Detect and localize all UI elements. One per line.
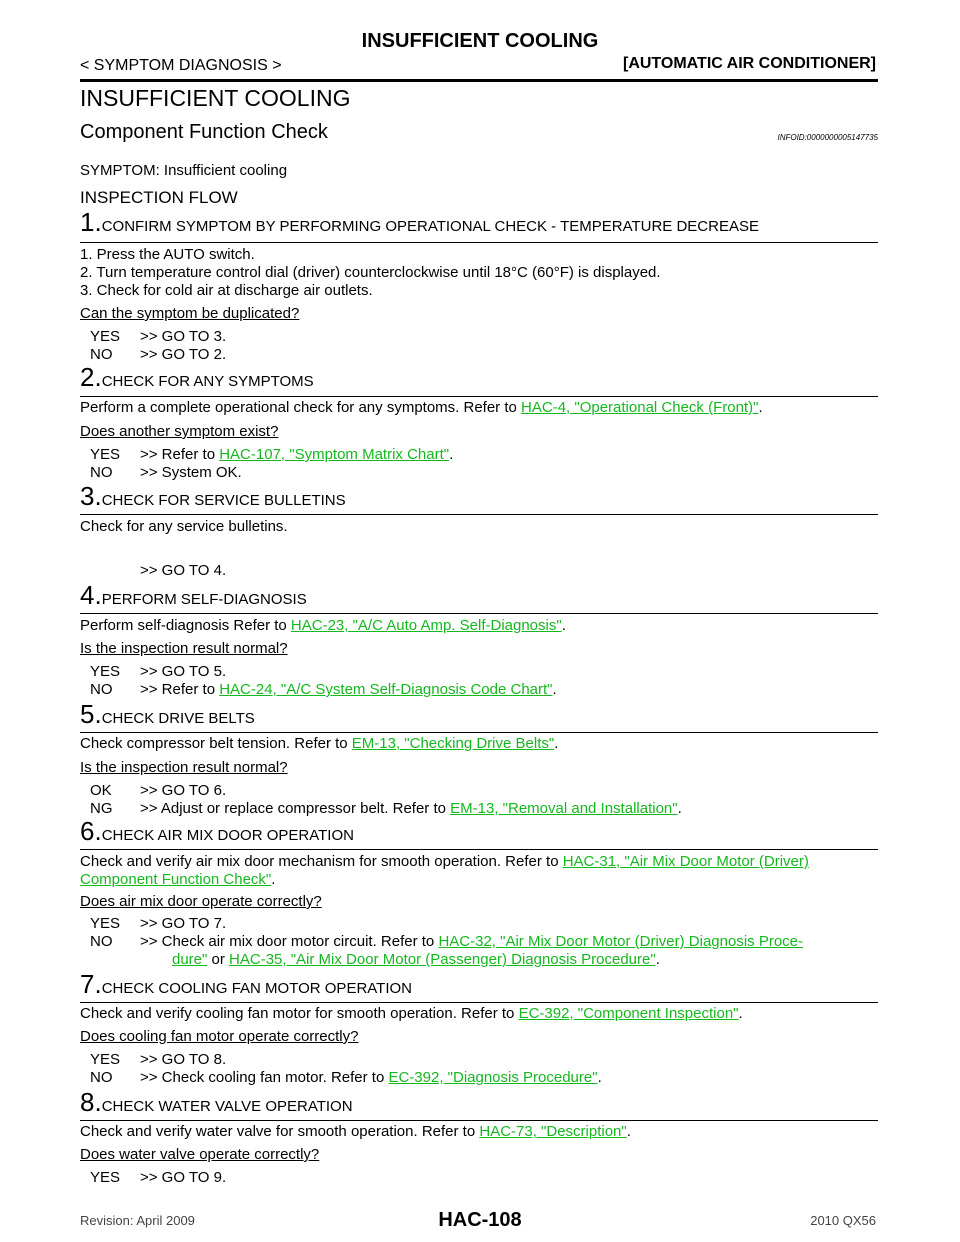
ref-link-hac-32[interactable]: HAC-32, "Air Mix Door Motor (Driver) Dia… xyxy=(438,933,804,950)
step-4-question: Is the inspection result normal? xyxy=(80,640,288,657)
step-6-answer-no: NO>> Check air mix door motor circuit. R… xyxy=(90,933,804,950)
step-rule xyxy=(80,732,878,733)
footer-model: 2010 QX56 xyxy=(810,1213,876,1228)
step-rule xyxy=(80,242,878,243)
step-number: 6. xyxy=(80,816,102,846)
ref-link-ec-392-diagnosis[interactable]: EC-392, "Diagnosis Procedure" xyxy=(388,1069,598,1086)
step-label: CONFIRM SYMPTOM BY PERFORMING OPERATIONA… xyxy=(101,218,759,235)
step-5-question: Is the inspection result normal? xyxy=(80,759,288,776)
step-1-answer-no: NO>> GO TO 2. xyxy=(90,346,227,363)
step-6-heading: 6.CHECK AIR MIX DOOR OPERATION xyxy=(80,816,354,847)
step-number: 7. xyxy=(80,969,102,999)
step-6-text-cont: Component Function Check". xyxy=(80,871,276,888)
step-3-text: Check for any service bulletins. xyxy=(80,518,288,535)
step-4-text: Perform self-diagnosis Refer to HAC-23, … xyxy=(80,617,566,634)
step-6-question: Does air mix door operate correctly? xyxy=(80,893,322,910)
header-rule xyxy=(80,79,878,82)
step-1-item-3: 3. Check for cold air at discharge air o… xyxy=(80,282,373,299)
step-label: PERFORM SELF-DIAGNOSIS xyxy=(101,591,307,608)
ref-link-hac-107[interactable]: HAC-107, "Symptom Matrix Chart" xyxy=(219,446,450,463)
step-8-question: Does water valve operate correctly? xyxy=(80,1146,320,1163)
step-label: CHECK AIR MIX DOOR OPERATION xyxy=(101,827,354,844)
step-7-text: Check and verify cooling fan motor for s… xyxy=(80,1005,743,1022)
step-2-heading: 2.CHECK FOR ANY SYMPTOMS xyxy=(80,362,314,393)
step-2-answer-no: NO>> System OK. xyxy=(90,464,242,481)
info-id: INFOID:0000000005147735 xyxy=(777,133,878,142)
step-6-answer-yes: YES>> GO TO 7. xyxy=(90,915,227,932)
step-1-heading: 1.CONFIRM SYMPTOM BY PERFORMING OPERATIO… xyxy=(80,207,759,238)
ref-link-hac-24[interactable]: HAC-24, "A/C System Self-Diagnosis Code … xyxy=(219,681,553,698)
ref-link-hac-32-cont[interactable]: dure" xyxy=(172,951,208,968)
step-1-item-2: 2. Turn temperature control dial (driver… xyxy=(80,264,661,281)
step-label: CHECK COOLING FAN MOTOR OPERATION xyxy=(101,980,412,997)
ref-link-hac-73[interactable]: HAC-73, "Description" xyxy=(479,1123,627,1140)
step-7-heading: 7.CHECK COOLING FAN MOTOR OPERATION xyxy=(80,969,412,1000)
step-number: 1. xyxy=(80,207,102,237)
step-label: CHECK FOR SERVICE BULLETINS xyxy=(101,492,346,509)
step-4-answer-no: NO>> Refer to HAC-24, "A/C System Self-D… xyxy=(90,681,557,698)
step-7-answer-no: NO>> Check cooling fan motor. Refer to E… xyxy=(90,1069,602,1086)
step-number: 3. xyxy=(80,481,102,511)
header-section: < SYMPTOM DIAGNOSIS > xyxy=(80,57,282,74)
step-4-heading: 4.PERFORM SELF-DIAGNOSIS xyxy=(80,580,307,611)
step-rule xyxy=(80,849,878,850)
step-3-answer: >> GO TO 4. xyxy=(140,562,227,579)
step-rule xyxy=(80,514,878,515)
step-2-question: Does another symptom exist? xyxy=(80,423,279,440)
ref-link-em-13-belts[interactable]: EM-13, "Checking Drive Belts" xyxy=(351,735,555,752)
ref-link-hac-4[interactable]: HAC-4, "Operational Check (Front)" xyxy=(521,399,759,416)
flow-heading: INSPECTION FLOW xyxy=(80,188,238,207)
step-rule xyxy=(80,396,878,397)
step-number: 2. xyxy=(80,362,102,392)
ref-link-hac-31[interactable]: HAC-31, "Air Mix Door Motor (Driver) xyxy=(562,853,809,870)
footer-page-number: HAC-108 xyxy=(438,1209,522,1231)
ref-link-em-13-removal[interactable]: EM-13, "Removal and Installation" xyxy=(450,800,678,817)
ref-link-hac-23[interactable]: HAC-23, "A/C Auto Amp. Self-Diagnosis" xyxy=(290,617,562,634)
step-1-answer-yes: YES>> GO TO 3. xyxy=(90,328,227,345)
step-number: 4. xyxy=(80,580,102,610)
step-rule xyxy=(80,613,878,614)
header-title: INSUFFICIENT COOLING xyxy=(361,30,599,52)
step-5-answer-ng: NG>> Adjust or replace compressor belt. … xyxy=(90,800,682,817)
step-8-heading: 8.CHECK WATER VALVE OPERATION xyxy=(80,1087,353,1118)
step-1-item-1: 1. Press the AUTO switch. xyxy=(80,246,255,263)
ref-link-hac-31-cont[interactable]: Component Function Check" xyxy=(80,871,272,888)
step-8-answer-yes: YES>> GO TO 9. xyxy=(90,1169,227,1186)
section-subtitle: Component Function Check xyxy=(80,121,328,143)
step-rule xyxy=(80,1120,878,1121)
step-7-answer-yes: YES>> GO TO 8. xyxy=(90,1051,227,1068)
symptom-text: SYMPTOM: Insufficient cooling xyxy=(80,162,288,179)
step-3-heading: 3.CHECK FOR SERVICE BULLETINS xyxy=(80,481,346,512)
step-label: CHECK FOR ANY SYMPTOMS xyxy=(101,373,314,390)
step-label: CHECK WATER VALVE OPERATION xyxy=(101,1098,353,1115)
ref-link-ec-392-inspection[interactable]: EC-392, "Component Inspection" xyxy=(518,1005,739,1022)
step-label: CHECK DRIVE BELTS xyxy=(101,710,255,727)
header-system: [AUTOMATIC AIR CONDITIONER] xyxy=(622,55,876,72)
step-6-text: Check and verify air mix door mechanism … xyxy=(80,853,809,870)
ref-link-hac-35[interactable]: HAC-35, "Air Mix Door Motor (Passenger) … xyxy=(229,951,656,968)
step-rule xyxy=(80,1002,878,1003)
step-number: 8. xyxy=(80,1087,102,1117)
step-2-text: Perform a complete operational check for… xyxy=(80,399,763,416)
step-4-answer-yes: YES>> GO TO 5. xyxy=(90,663,227,680)
step-5-answer-ok: OK>> GO TO 6. xyxy=(90,782,227,799)
page-title: INSUFFICIENT COOLING xyxy=(80,85,351,111)
step-1-question: Can the symptom be duplicated? xyxy=(80,305,300,322)
footer-revision: Revision: April 2009 xyxy=(80,1213,195,1228)
step-5-heading: 5.CHECK DRIVE BELTS xyxy=(80,699,255,730)
step-6-answer-no-cont: dure" or HAC-35, "Air Mix Door Motor (Pa… xyxy=(172,951,660,968)
step-number: 5. xyxy=(80,699,102,729)
step-2-answer-yes: YES>> Refer to HAC-107, "Symptom Matrix … xyxy=(90,446,454,463)
step-8-text: Check and verify water valve for smooth … xyxy=(80,1123,631,1140)
step-7-question: Does cooling fan motor operate correctly… xyxy=(80,1028,359,1045)
step-5-text: Check compressor belt tension. Refer to … xyxy=(80,735,559,752)
